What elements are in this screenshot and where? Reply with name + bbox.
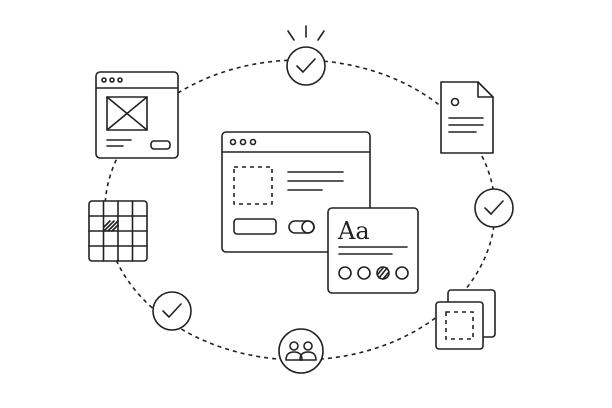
button-placeholder (150, 140, 171, 150)
window-dot-icon (101, 77, 107, 83)
wireframe-window (95, 71, 179, 159)
window-dot-icon (249, 138, 257, 146)
window-dot-icon (109, 77, 115, 83)
layers-icon (435, 289, 496, 350)
users-icon (285, 341, 317, 361)
window-frame (95, 71, 179, 159)
check-badge-top (286, 25, 326, 86)
style-card: Aa (327, 207, 419, 294)
check-icon (296, 58, 316, 73)
color-swatch-icon (357, 266, 371, 280)
check-icon (162, 303, 182, 318)
ray-icon (287, 30, 295, 41)
selection-placeholder (445, 311, 474, 340)
window-dot-icon (229, 138, 237, 146)
check-circle (474, 188, 514, 228)
check-circle (286, 46, 326, 86)
check-badge-left (152, 291, 192, 331)
ray-icon (317, 30, 325, 41)
color-swatch-icon (395, 266, 409, 280)
check-badge-right (474, 188, 514, 228)
image-placeholder (233, 166, 273, 205)
front-layer (435, 301, 484, 350)
typography-sample: Aa (337, 217, 370, 245)
window-dot-icon (239, 138, 247, 146)
primary-button-shape (233, 218, 277, 235)
check-icon (484, 200, 504, 215)
color-swatch-icon (338, 266, 352, 280)
users-circle (278, 328, 324, 374)
document-icon (440, 81, 494, 154)
table-grid-icon (88, 200, 148, 262)
selected-cell (103, 220, 119, 232)
users-badge (278, 328, 324, 374)
color-swatch-hatched-icon (376, 266, 390, 280)
check-circle (152, 291, 192, 331)
image-placeholder-icon (106, 96, 148, 131)
window-dot-icon (117, 77, 123, 83)
